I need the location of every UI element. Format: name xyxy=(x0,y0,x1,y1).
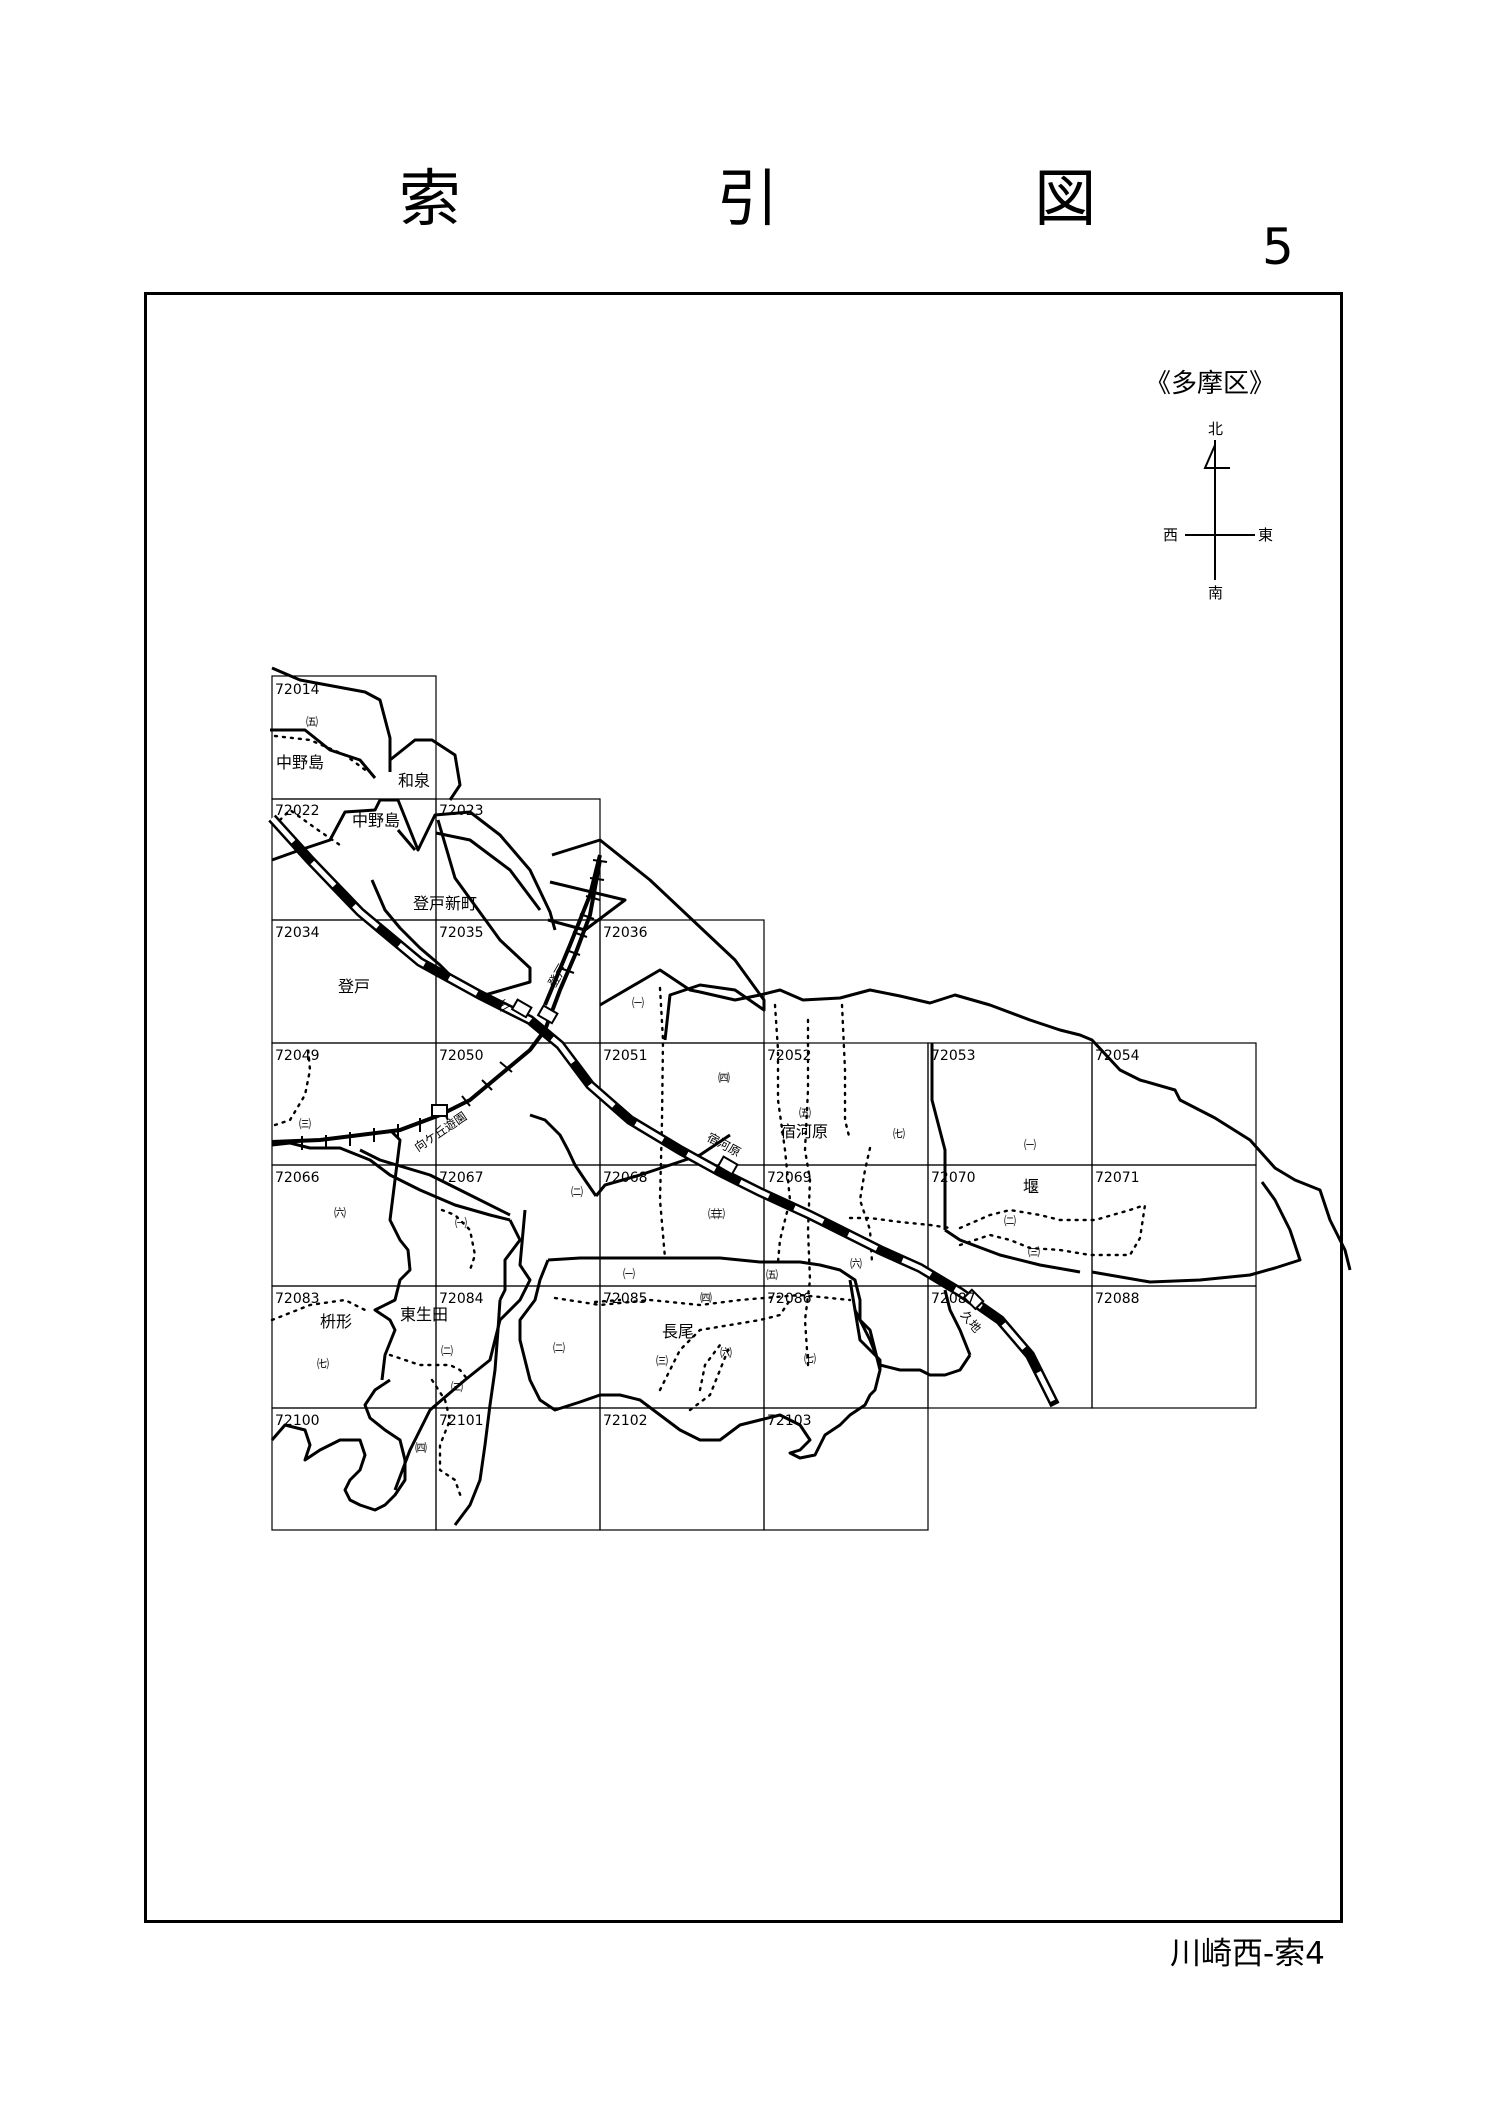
town-boundaries xyxy=(270,666,1352,1526)
chome-label: ㈦ xyxy=(317,1357,329,1371)
sheet-number: 72022 xyxy=(275,803,320,819)
town-name: 登戸 xyxy=(338,977,370,996)
chome-label: ㈦ xyxy=(804,1352,816,1366)
town-names: 中野島 和泉 中野島 登戸新町 登戸 宿河原 堰 枡形 東生田 長尾 xyxy=(276,753,1039,1341)
compass-east: 東 xyxy=(1258,526,1273,544)
chome-label: ㈤ xyxy=(799,1106,811,1120)
sheet-number: 72023 xyxy=(439,803,484,819)
footer-code: 川崎西-索4 xyxy=(1170,1936,1325,1972)
ward-label: 《多摩区》 xyxy=(1145,369,1275,399)
town-name: 枡形 xyxy=(320,1312,352,1331)
sheet-number: 72052 xyxy=(767,1048,812,1064)
chome-label: ㈢ xyxy=(713,1207,725,1221)
chome-label: ㈢ xyxy=(656,1354,668,1368)
sheet-number: 72049 xyxy=(275,1048,320,1064)
sheet-grid xyxy=(271,675,1257,1531)
sheet-number: 72066 xyxy=(275,1170,320,1186)
chome-label: ㈢ xyxy=(451,1380,463,1394)
sheet-number: 72084 xyxy=(439,1291,484,1307)
railways xyxy=(268,814,1060,1408)
chome-label: ㈢ xyxy=(1028,1245,1040,1259)
sheet-number: 72103 xyxy=(767,1413,812,1429)
sheet-number: 72087 xyxy=(931,1291,976,1307)
town-name: 長尾 xyxy=(662,1322,694,1341)
sheet-number: 72053 xyxy=(931,1048,976,1064)
chome-label: ㈤ xyxy=(766,1268,778,1282)
sheet-number: 72034 xyxy=(275,925,320,941)
sheet-number: 72086 xyxy=(767,1291,812,1307)
chome-label: ㈣ xyxy=(700,1291,712,1305)
town-name: 中野島 xyxy=(352,811,400,830)
chome-label: ㈣ xyxy=(415,1441,427,1455)
sheet-number: 72014 xyxy=(275,682,320,698)
chome-label: ㈢ xyxy=(708,1207,720,1221)
chome-label: ㈣ xyxy=(718,1071,730,1085)
page-title: 索 引 図 xyxy=(398,162,1215,235)
chome-label: ㈥ xyxy=(334,1206,346,1220)
compass-west: 西 xyxy=(1163,526,1178,544)
sheet-number: 72051 xyxy=(603,1048,648,1064)
chome-label: ㈡ xyxy=(571,1185,583,1199)
chome-label: ㈠ xyxy=(623,1267,635,1281)
chome-label: ㈥ xyxy=(850,1257,862,1271)
chome-boundaries xyxy=(270,734,1147,1502)
sheet-number: 72067 xyxy=(439,1170,484,1186)
chome-numerals: ㈤ ㈢ ㈠ ㈣ ㈤ ㈦ ㈠ ㈥ ㈠ ㈡ ㈡ ㈢ ㈢ ㈡ ㈢ ㈦ ㈠ ㈣ ㈤ ㈥ … xyxy=(299,715,1040,1455)
chome-label: ㈠ xyxy=(1024,1138,1036,1152)
chome-label: ㈤ xyxy=(306,715,318,729)
chome-label: ㈡ xyxy=(553,1341,565,1355)
town-name: 堰 xyxy=(1023,1177,1039,1196)
sheet-number: 72071 xyxy=(1095,1170,1140,1186)
compass-south: 南 xyxy=(1208,584,1223,602)
chome-label: ㈡ xyxy=(1004,1214,1016,1228)
sheet-number: 72069 xyxy=(767,1170,812,1186)
compass-north: 北 xyxy=(1208,420,1223,438)
map-frame xyxy=(144,292,1343,1923)
sheet-number: 72085 xyxy=(603,1291,648,1307)
station-markers xyxy=(431,998,985,1311)
sheet-number: 72054 xyxy=(1095,1048,1140,1064)
sheet-number: 72100 xyxy=(275,1413,320,1429)
page-number: 5 xyxy=(1262,218,1294,276)
sheet-numbers: 72014 72022 72023 72034 72035 72036 7204… xyxy=(275,682,1140,1429)
town-name: 東生田 xyxy=(400,1305,448,1324)
town-name: 宿河原 xyxy=(780,1122,828,1141)
chome-label: ㈢ xyxy=(299,1117,311,1131)
town-name: 和泉 xyxy=(398,771,430,790)
sheet-number: 72050 xyxy=(439,1048,484,1064)
sheet-number: 72068 xyxy=(603,1170,648,1186)
station-name-shukugawara: 宿河原 xyxy=(705,1129,744,1159)
chome-label: ㈥ xyxy=(720,1346,732,1360)
chome-label: ㈠ xyxy=(455,1216,467,1230)
chome-label: ㈦ xyxy=(893,1127,905,1141)
sheet-number: 72083 xyxy=(275,1291,320,1307)
sheet-number: 72088 xyxy=(1095,1291,1140,1307)
sheet-number: 72035 xyxy=(439,925,484,941)
sheet-number: 72101 xyxy=(439,1413,484,1429)
sheet-number: 72036 xyxy=(603,925,648,941)
station-names: 登戸 向ケ丘遊園 宿河原 久地 川 xyxy=(411,961,984,1335)
town-name: 登戸新町 xyxy=(413,894,477,913)
compass xyxy=(1185,440,1255,580)
chome-label: ㈠ xyxy=(632,996,644,1010)
chome-label: ㈡ xyxy=(441,1344,453,1358)
town-name: 中野島 xyxy=(276,753,324,772)
sheet-number: 72070 xyxy=(931,1170,976,1186)
sheet-number: 72102 xyxy=(603,1413,648,1429)
